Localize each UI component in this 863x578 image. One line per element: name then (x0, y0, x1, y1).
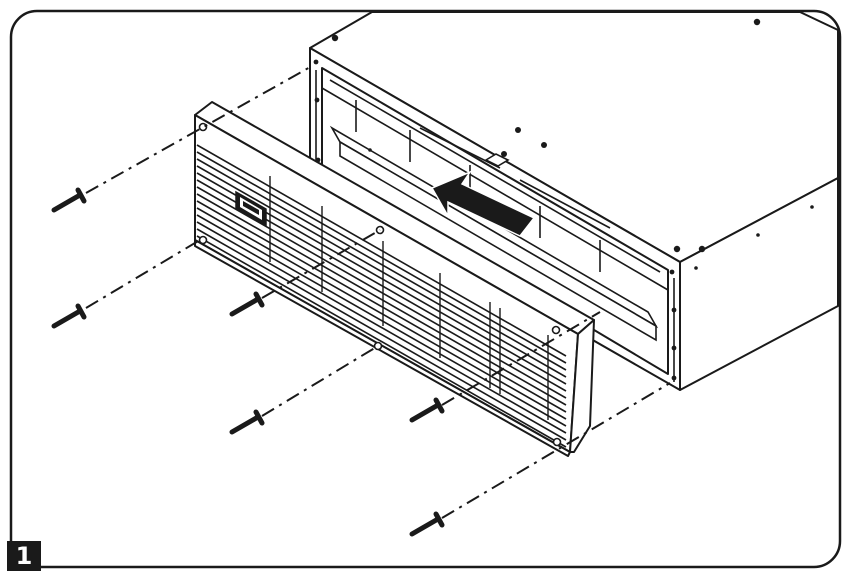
grille-slat (196, 158, 567, 371)
cabinet-inner-details (315, 70, 675, 382)
screw-icon (51, 187, 87, 213)
grille-slat (196, 235, 567, 448)
cabinet-holes (313, 18, 814, 381)
screw-icon (229, 291, 265, 317)
grille-slat (196, 144, 567, 357)
screw-icon (229, 409, 265, 435)
grille-slat (196, 165, 567, 378)
screw-icon (51, 303, 87, 329)
push-arrow-icon (430, 170, 536, 237)
screw-icon (409, 511, 445, 537)
bezel-dividers (269, 176, 549, 420)
grille-slat (196, 200, 567, 413)
grille-slat (196, 221, 567, 434)
grille-slat (196, 207, 567, 420)
screw-icon (409, 397, 445, 423)
bezel-grille (196, 144, 567, 448)
grille-slat (196, 193, 567, 406)
grille-slat (196, 228, 567, 441)
step-number-badge: 1 (7, 541, 41, 571)
grille-slat (196, 151, 567, 364)
grille-slat (196, 214, 567, 427)
screws (51, 187, 445, 537)
alignment-guides (85, 65, 671, 519)
bezel-right-cap (569, 319, 595, 453)
logo-badge-icon (235, 190, 267, 228)
bezel-holes (198, 122, 562, 447)
